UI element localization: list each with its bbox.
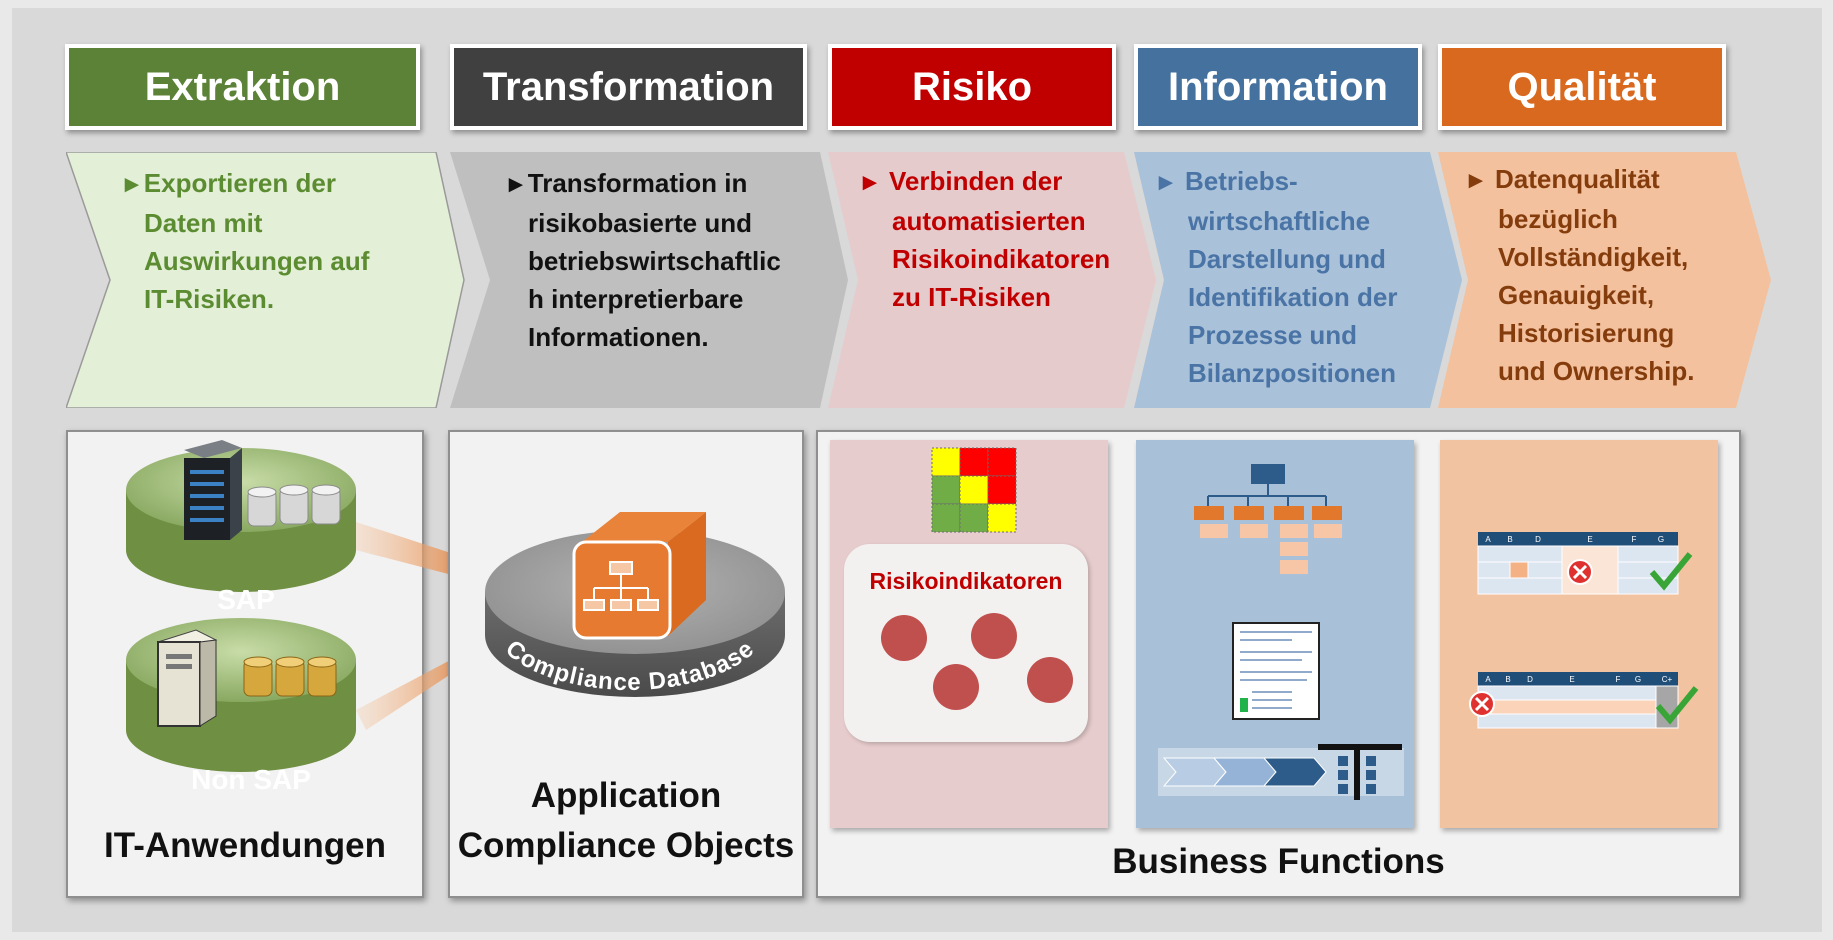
stage-title: Qualität xyxy=(1507,64,1657,109)
stage-line: betriebswirtschaftlic xyxy=(528,246,781,276)
compliance-database-graphic: Compliance Database xyxy=(485,512,785,697)
checkmark-icon xyxy=(1655,686,1699,725)
bullet-icon: ► xyxy=(120,171,144,198)
stage-line: risikobasierte und xyxy=(528,208,752,238)
stage-title: Transformation xyxy=(482,64,775,109)
stage-header-extraktion: Extraktion xyxy=(65,44,420,130)
stage-line: und Ownership. xyxy=(1498,356,1695,386)
stage-line: Darstellung und xyxy=(1188,244,1386,274)
table-header-cell: E xyxy=(1587,535,1592,544)
risk-indicators-title: Risikoindikatoren xyxy=(869,568,1063,594)
stage-line: Verbinden der xyxy=(889,166,1063,196)
stage-line: zu IT-Risiken xyxy=(892,282,1051,312)
stage-line: Prozesse und xyxy=(1188,320,1358,350)
error-icon xyxy=(1567,559,1593,585)
risk-indicator-dots xyxy=(881,613,1073,710)
stage-line: Transformation in xyxy=(527,168,748,198)
non-sap-label: Non SAP xyxy=(191,764,311,795)
stage-line: IT-Risiken. xyxy=(144,284,275,314)
table-header-cell: G xyxy=(1658,535,1664,544)
table-header-cell: D xyxy=(1535,535,1541,544)
pc-tower-icon xyxy=(156,629,218,727)
stage-line: Bilanzpositionen xyxy=(1188,358,1396,388)
stage-title: Extraktion xyxy=(144,64,341,109)
stage-line: bezüglich xyxy=(1498,204,1618,234)
chevron-extraktion: ►Exportieren der Daten mit Auswirkungen … xyxy=(66,152,466,408)
table-header-cell: C+ xyxy=(1662,675,1673,684)
database-icon xyxy=(247,484,341,527)
stage-title: Information xyxy=(1168,64,1388,109)
business-functions-label: Business Functions xyxy=(1112,842,1445,881)
stage-line: Historisierung xyxy=(1498,318,1675,348)
chevron-risiko: ► Verbinden der automatisierten Risikoin… xyxy=(828,152,1158,408)
chevron-qualitaet: ► Datenqualität bezüglich Vollständigkei… xyxy=(1438,152,1773,408)
stage-line: Datenqualität xyxy=(1495,164,1660,194)
error-icon xyxy=(1469,691,1495,717)
chevron-information: ► Betriebs- wirtschaftliche Darstellung … xyxy=(1134,152,1464,408)
compliance-objects-label: Compliance Objects xyxy=(457,826,795,865)
table-header-cell: D xyxy=(1527,675,1533,684)
business-quality-panel xyxy=(1440,440,1718,828)
org-chart-icon xyxy=(1194,464,1342,574)
process-flow-icon xyxy=(1158,744,1404,800)
table-header-cell: F xyxy=(1632,535,1637,544)
stage-header-information: Information xyxy=(1134,44,1422,130)
server-icon xyxy=(184,440,242,540)
stage-line: Daten mit xyxy=(144,208,263,238)
stage-line: Identifikation der xyxy=(1188,282,1398,312)
chevron-transformation: ►Transformation in risikobasierte und be… xyxy=(450,152,850,408)
table-header-cell: E xyxy=(1569,675,1574,684)
stage-line: Genauigkeit, xyxy=(1498,280,1655,310)
table-header-cell: A xyxy=(1485,675,1491,684)
stage-title: Risiko xyxy=(911,64,1033,109)
application-label: Application xyxy=(530,776,722,815)
cube-icon xyxy=(572,512,706,640)
bullet-icon: ► xyxy=(1154,169,1178,196)
stage-line: Betriebs- xyxy=(1185,166,1298,196)
stage-line: wirtschaftliche xyxy=(1188,206,1371,236)
table-header-cell: F xyxy=(1616,675,1621,684)
stage-line: Risikoindikatoren xyxy=(892,244,1111,274)
sap-label: SAP xyxy=(217,584,275,615)
stage-line: Informationen. xyxy=(528,322,709,352)
stage-line: Exportieren der xyxy=(143,168,336,198)
table-header-cell: G xyxy=(1635,675,1641,684)
bullet-icon: ► xyxy=(1464,167,1488,194)
risk-matrix-icon xyxy=(931,447,1017,533)
stage-line: automatisierten xyxy=(892,206,1086,236)
gold-database-icon xyxy=(243,656,337,697)
table-header-cell: A xyxy=(1485,535,1491,544)
stage-line: h interpretierbare xyxy=(528,284,744,314)
stage-line: Vollständigkeit, xyxy=(1498,242,1689,272)
stage-header-risiko: Risiko xyxy=(828,44,1116,130)
table-header-cell: B xyxy=(1507,535,1512,544)
stage-header-qualitaet: Qualität xyxy=(1438,44,1726,130)
it-anwendungen-label: IT-Anwendungen xyxy=(104,826,386,865)
bullet-icon: ► xyxy=(504,171,528,198)
stage-header-transformation: Transformation xyxy=(450,44,807,130)
checkmark-icon xyxy=(1649,552,1693,591)
stage-line: Auswirkungen auf xyxy=(144,246,370,276)
quality-table-2: A B D E F G C+ xyxy=(1469,672,1699,729)
bullet-icon: ► xyxy=(858,169,882,196)
document-icon xyxy=(1232,622,1320,720)
table-header-cell: B xyxy=(1505,675,1510,684)
